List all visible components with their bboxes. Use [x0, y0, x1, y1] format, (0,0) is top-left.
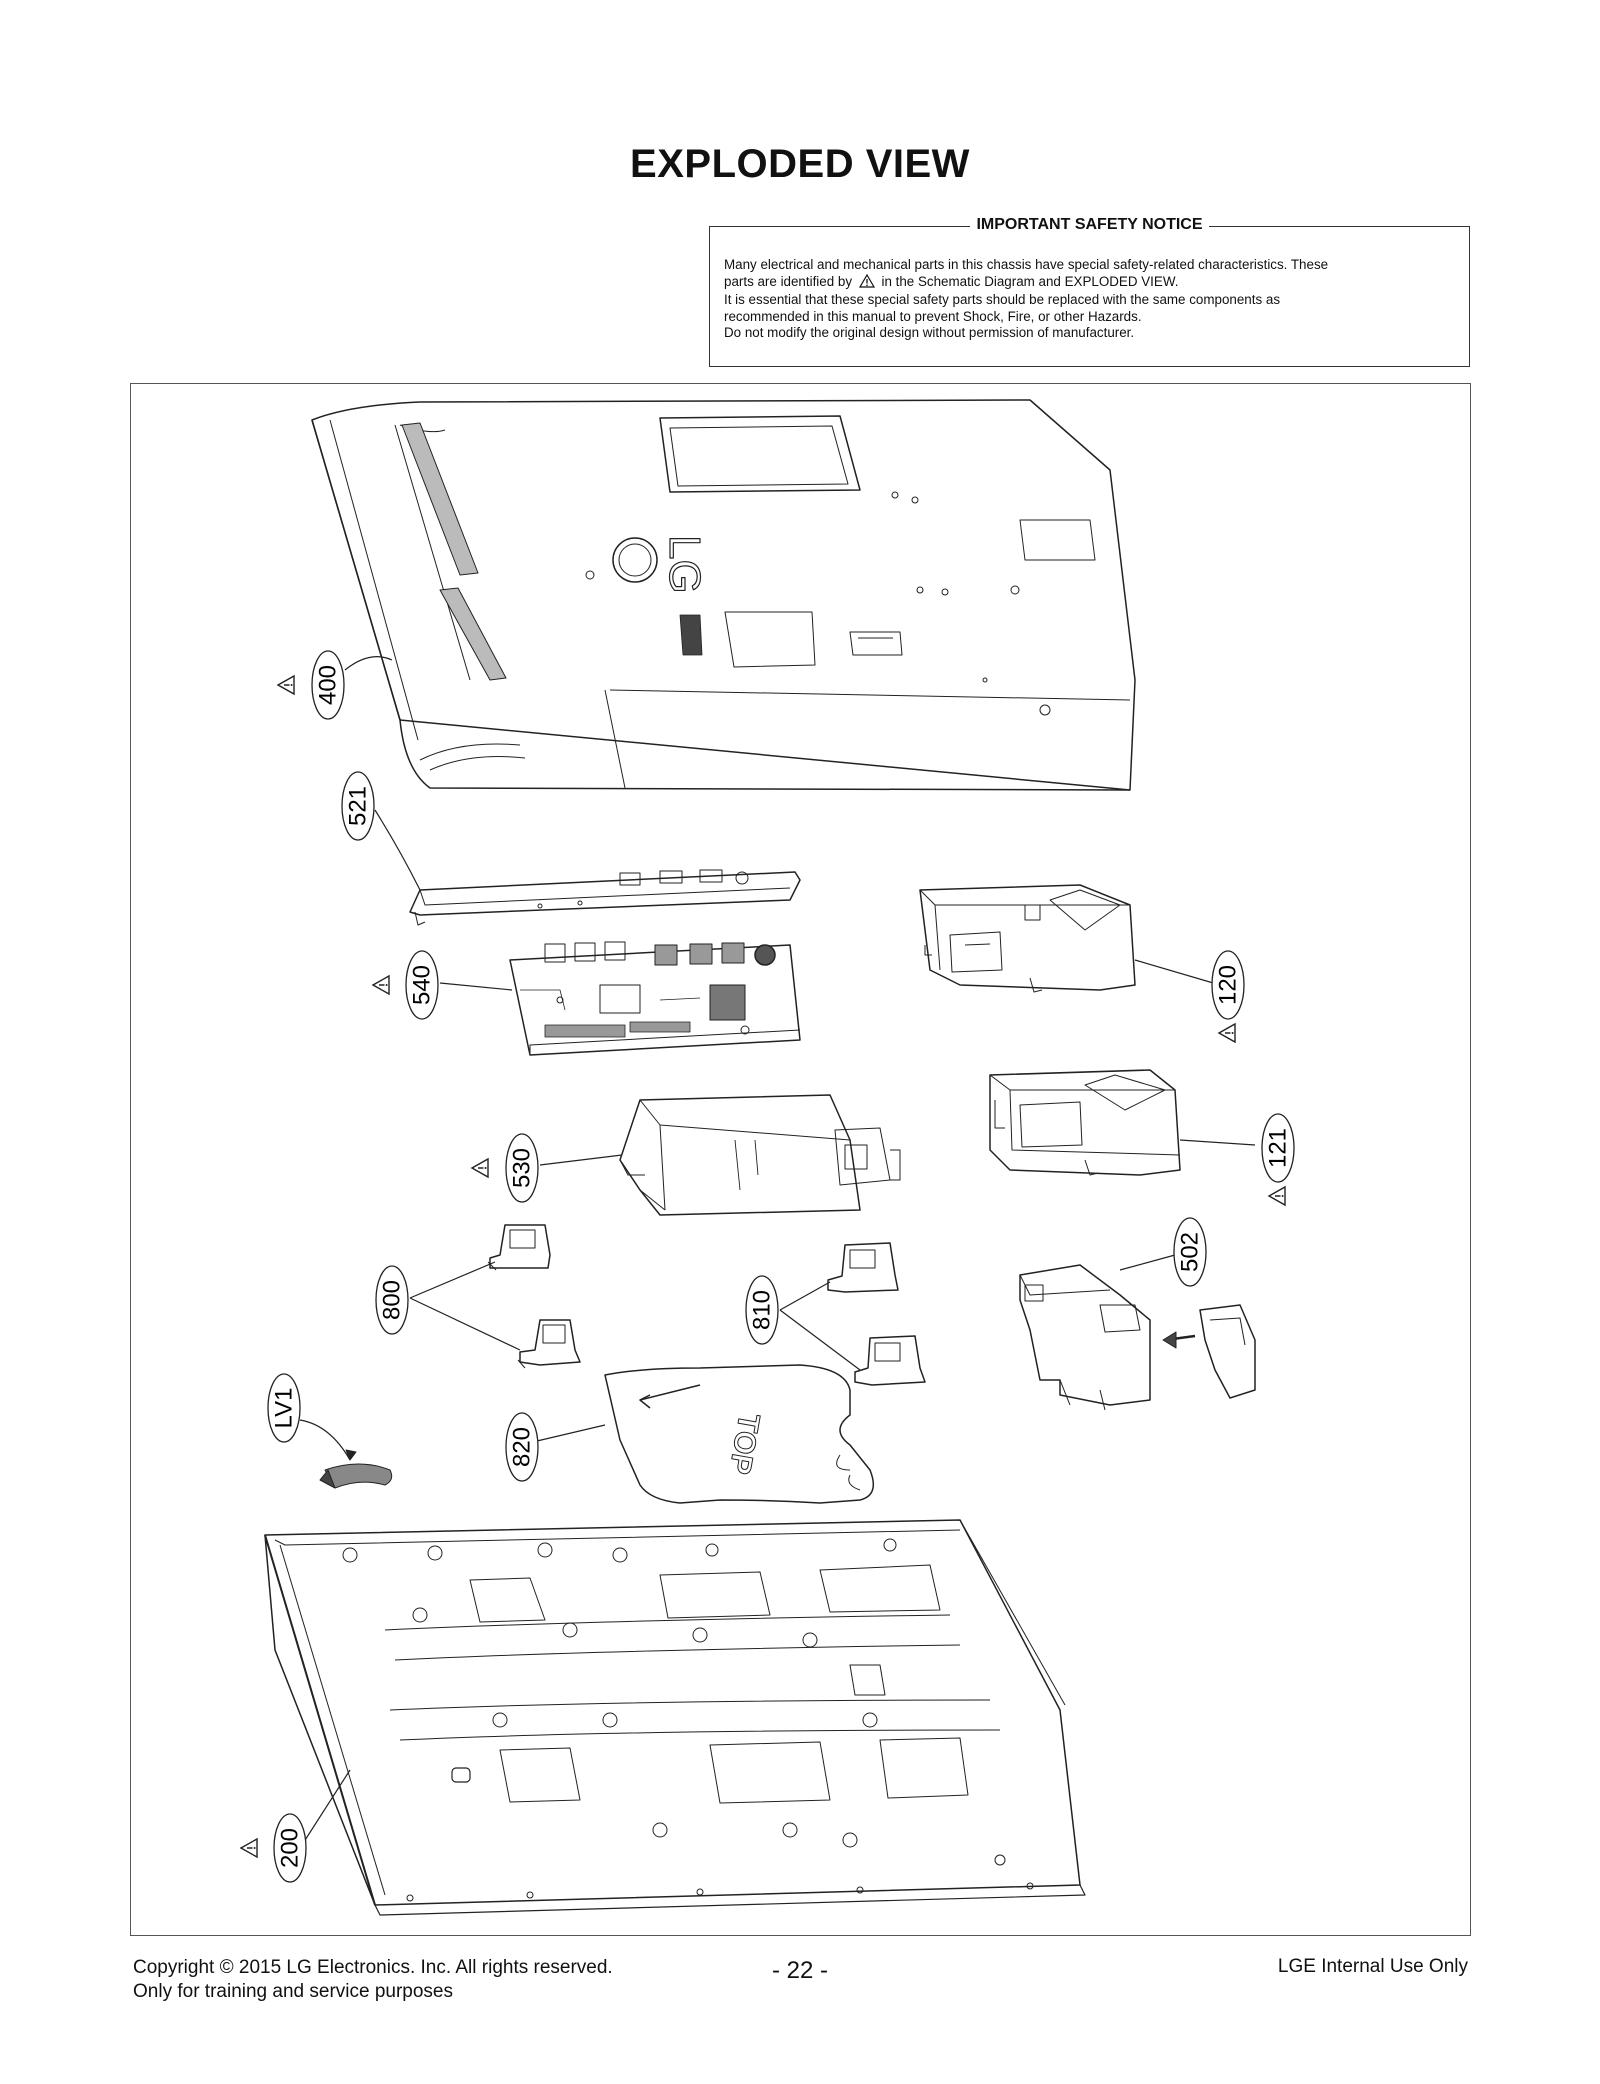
- callout-label-521: 521: [345, 786, 372, 826]
- callout-530: 530: [471, 1133, 539, 1203]
- callout-521: 521: [341, 771, 375, 841]
- safety-warning-icon: [372, 975, 390, 995]
- callout-502: 502: [1173, 1217, 1207, 1287]
- safety-notice-box: IMPORTANT SAFETY NOTICE Many electrical …: [709, 216, 1470, 367]
- callout-800: 800: [375, 1265, 409, 1335]
- callout-label-530: 530: [509, 1148, 536, 1188]
- lcd-panel-module-200: [264, 1519, 1086, 1916]
- shield-case-530: [619, 1094, 901, 1216]
- insulation-sheet-820: TOP: [604, 1364, 875, 1504]
- callout-label-540: 540: [409, 965, 436, 1005]
- footer-copyright-line1: Copyright © 2015 LG Electronics. Inc. Al…: [133, 1957, 613, 1978]
- bracket-800-upper: [487, 1224, 551, 1271]
- page-title: EXPLODED VIEW: [630, 142, 970, 186]
- safety-warning-icon: [471, 1158, 489, 1178]
- notice-line-3: It is essential that these special safet…: [724, 292, 1281, 307]
- callout-label-400: 400: [315, 665, 342, 705]
- callout-label-lv1: LV1: [271, 1388, 298, 1429]
- bracket-810-lower: [854, 1335, 926, 1386]
- notice-line-4: recommended in this manual to prevent Sh…: [724, 308, 1142, 324]
- power-unit-121: [989, 1069, 1181, 1176]
- exploded-view-diagram-frame: [130, 383, 1471, 1936]
- notice-line-1: Many electrical and mechanical parts in …: [724, 257, 1329, 272]
- footer-copyright-line2: Only for training and service purposes: [133, 1981, 453, 2002]
- back-cover-400: LG: [311, 399, 1136, 791]
- callout-label-200: 200: [277, 1828, 304, 1868]
- footer-internal-use: LGE Internal Use Only: [1277, 1956, 1468, 1977]
- footer-copyright: Copyright © 2015 LG Electronics. Inc. Al…: [133, 1956, 613, 2004]
- page-number: - 22 -: [771, 1957, 828, 1984]
- notice-line-2-end: in the Schematic Diagram and EXPLODED VI…: [881, 273, 1179, 289]
- bracket-810-upper: [827, 1242, 899, 1293]
- callout-lv1: LV1: [267, 1373, 301, 1443]
- safety-notice-heading-wrap: IMPORTANT SAFETY NOTICE: [710, 216, 1469, 234]
- safety-notice-body: Many electrical and mechanical parts in …: [724, 257, 1455, 342]
- safety-warning-icon: [1268, 1186, 1286, 1206]
- callout-200: 200: [240, 1813, 307, 1883]
- callout-label-800: 800: [379, 1280, 406, 1320]
- notice-line-2-start: parts are identified by: [724, 273, 853, 289]
- safety-notice-heading: IMPORTANT SAFETY NOTICE: [970, 216, 1209, 233]
- power-unit-120: [919, 884, 1136, 993]
- back-cover-logo: LG: [660, 535, 709, 594]
- callout-label-820: 820: [509, 1427, 536, 1467]
- callout-label-810: 810: [749, 1290, 776, 1330]
- main-board-540: [509, 941, 801, 1056]
- bracket-800-lower: [517, 1319, 581, 1369]
- insulation-sheet-text: TOP: [722, 1411, 765, 1477]
- notice-line-5: Do not modify the original design withou…: [724, 325, 1135, 340]
- notice-line-2: parts are identified by in the Schematic…: [724, 273, 1455, 293]
- safety-warning-icon: [277, 675, 295, 695]
- callout-540: 540: [372, 950, 439, 1020]
- callout-810: 810: [745, 1275, 779, 1345]
- safety-warning-icon: [1218, 1023, 1236, 1043]
- callout-label-121: 121: [1265, 1128, 1292, 1168]
- callout-label-502: 502: [1177, 1232, 1204, 1272]
- jack-assembly-502: [1019, 1264, 1256, 1411]
- callout-120: 120: [1211, 950, 1245, 1043]
- callout-label-120: 120: [1215, 965, 1242, 1005]
- callout-121: 121: [1261, 1113, 1295, 1206]
- callout-400: 400: [277, 650, 345, 720]
- front-bracket-521: [409, 869, 801, 926]
- safety-warning-icon: [240, 1838, 258, 1858]
- lvds-cable-lv1: [319, 1463, 393, 1489]
- callout-820: 820: [505, 1412, 539, 1482]
- warning-triangle-icon: [858, 273, 875, 293]
